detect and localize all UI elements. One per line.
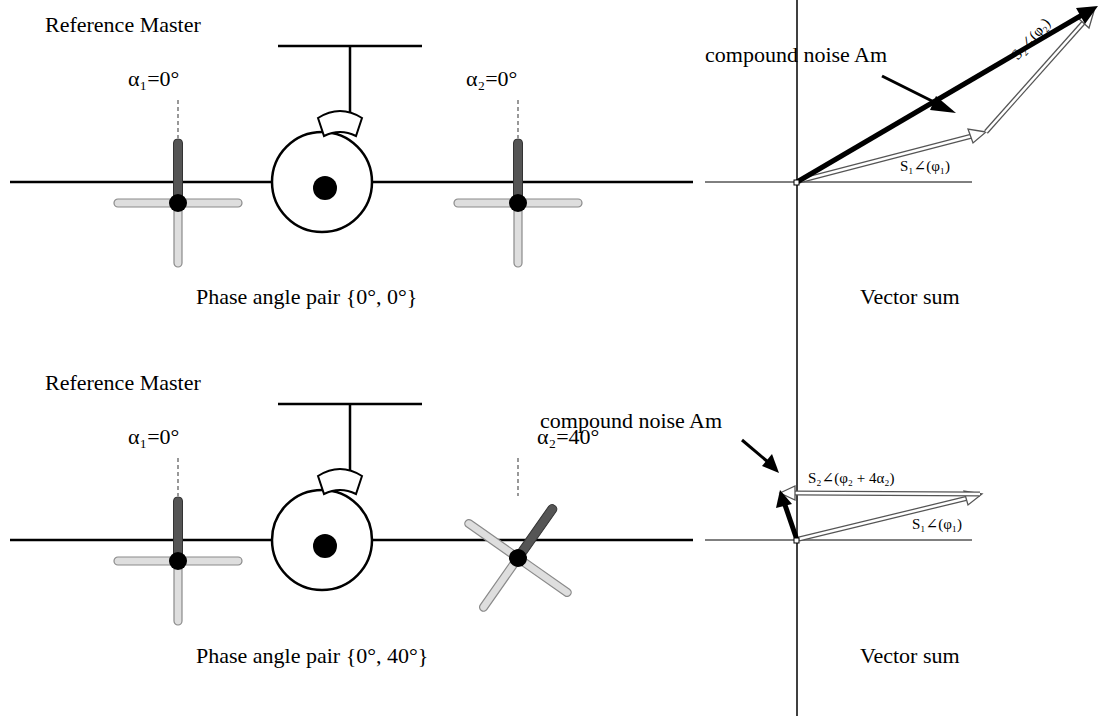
part-name: Reference Master — [45, 370, 201, 395]
vector-label: S₂∠(φ₂) — [1008, 15, 1054, 64]
callout-label: compound noise Am — [540, 408, 722, 433]
callout-label: compound noise Am — [705, 42, 887, 67]
panel-label: Vector sum — [860, 284, 960, 309]
angle-label: α₁=0° — [128, 424, 179, 449]
vector-label: S₂∠(φ₂ + 4α₂) — [808, 470, 895, 487]
vector-label: S₁∠(φ₁) — [912, 516, 962, 533]
angle-label: α₁=0° — [128, 66, 179, 91]
part-name: Reference Master — [45, 12, 201, 37]
vector-label: S₁∠(φ₁) — [900, 158, 950, 175]
angle-label: α₂=0° — [466, 66, 517, 91]
panel-label: Vector sum — [860, 643, 960, 668]
caption-label: Phase angle pair {0°, 40°} — [196, 643, 428, 668]
caption-label: Phase angle pair {0°, 0°} — [196, 284, 417, 309]
